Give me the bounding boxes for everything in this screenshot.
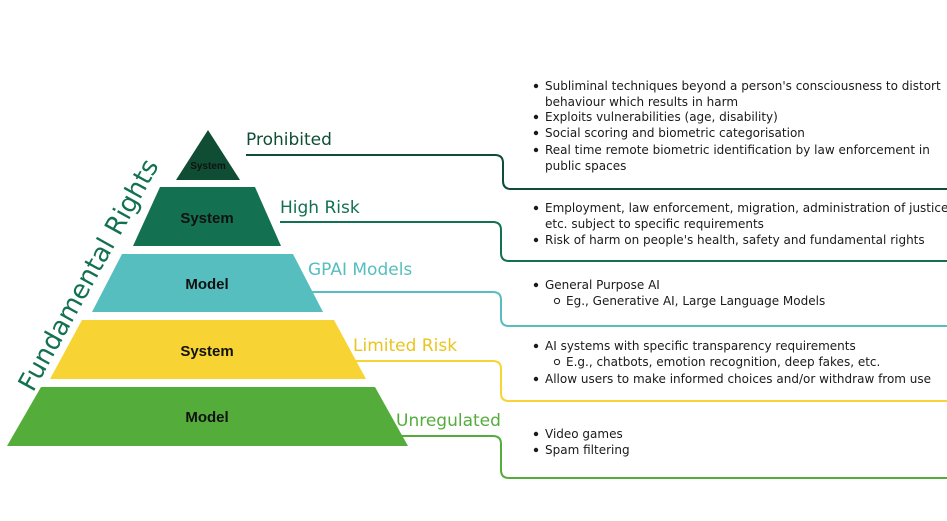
tier-label-prohibited: System: [190, 161, 226, 172]
bullet-text-limited-risk: Allow users to make informed choices and…: [545, 372, 931, 386]
pyramid-tier-limited-risk: [50, 320, 366, 379]
bullet-text-limited-risk: E.g., chatbots, emotion recognition, dee…: [566, 355, 880, 369]
bullet-text-prohibited: Subliminal techniques beyond a person's …: [545, 79, 941, 93]
level-label-unregulated: Unregulated: [396, 411, 501, 431]
bullet-dot: [533, 83, 539, 89]
bullet-text-high-risk: Employment, law enforcement, migration, …: [545, 201, 947, 215]
bullet-dot: [533, 282, 539, 288]
bullet-text-prohibited: public spaces: [545, 159, 626, 173]
bullet-text-prohibited: Real time remote biometric identificatio…: [545, 143, 930, 157]
bullet-sub-circle: [553, 297, 561, 305]
bullet-dot: [533, 376, 539, 382]
tier-label-high-risk: System: [180, 210, 233, 227]
bullet-sub-circle: [553, 358, 561, 366]
level-label-limited-risk: Limited Risk: [353, 336, 457, 356]
level-label-prohibited: Prohibited: [246, 130, 332, 150]
bullet-text-unregulated: Video games: [545, 427, 623, 441]
bullet-dot: [533, 343, 539, 349]
bullet-text-high-risk: Risk of harm on people's health, safety …: [545, 233, 925, 247]
bullet-text-prohibited: Exploits vulnerabilities (age, disabilit…: [545, 110, 778, 124]
tier-label-unregulated: Model: [185, 409, 228, 426]
pyramid-tier-prohibited: [176, 130, 240, 180]
level-label-high-risk: High Risk: [280, 198, 360, 218]
bullet-text-gpai: Eg., Generative AI, Large Language Model…: [566, 294, 825, 308]
bullet-text-prohibited: behaviour which results in harm: [545, 95, 738, 109]
bullet-markers: [533, 83, 561, 453]
bullet-dot: [533, 205, 539, 211]
bullet-text-limited-risk: AI systems with specific transparency re…: [545, 339, 856, 353]
pyramid-tier-high-risk: [133, 187, 281, 246]
bullet-text-gpai: General Purpose AI: [545, 278, 660, 292]
bullet-dot: [533, 237, 539, 243]
bullet-dot: [533, 114, 539, 120]
connector-line-limited-risk: [353, 360, 947, 402]
connector-line-high-risk: [280, 221, 947, 262]
bullet-dot: [533, 447, 539, 453]
bullet-text-high-risk: etc. subject to specific requirements: [545, 217, 764, 231]
connector-line-unregulated: [396, 435, 947, 479]
pyramid-tier-gpai: [92, 254, 323, 312]
bullet-text-unregulated: Spam filtering: [545, 443, 630, 457]
bullet-dot: [533, 431, 539, 437]
pyramid-tier-unregulated: [7, 387, 408, 446]
connector-line-gpai: [308, 291, 947, 327]
bullet-dot: [533, 147, 539, 153]
connector-line-prohibited: [246, 154, 947, 190]
tier-label-gpai: Model: [185, 276, 228, 293]
bullet-text-prohibited: Social scoring and biometric categorisat…: [545, 126, 805, 140]
level-label-gpai: GPAI Models: [308, 260, 412, 280]
bullet-dot: [533, 130, 539, 136]
tier-label-limited-risk: System: [180, 343, 233, 360]
